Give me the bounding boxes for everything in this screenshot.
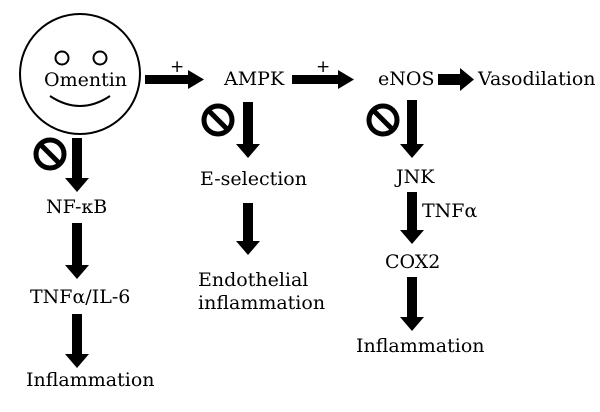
arrow-enos-to-vasodilation bbox=[438, 68, 474, 91]
arrow-ampk-to-eselection bbox=[236, 102, 260, 158]
arrow-omentin-to-ampk bbox=[145, 70, 204, 89]
plus-sign-ampk-enos: + bbox=[316, 57, 331, 77]
arrow-tnf-to-inflammation bbox=[65, 314, 89, 368]
arrow-enos-to-jnk bbox=[400, 100, 424, 158]
node-vasodilation: Vasodilation bbox=[478, 68, 596, 90]
arrow-eselection-to-endothelial bbox=[236, 203, 260, 255]
node-inflammation-left: Inflammation bbox=[26, 369, 155, 391]
inhibition-icon bbox=[201, 103, 235, 137]
node-nfkb: NF-κB bbox=[46, 196, 108, 218]
arrow-cox2-to-inflammation bbox=[400, 277, 424, 331]
node-inflammation-right: Inflammation bbox=[356, 335, 485, 357]
arrow-omentin-to-nfkb bbox=[65, 138, 89, 192]
inhibition-icon bbox=[33, 137, 67, 171]
node-omentin: Omentin bbox=[44, 69, 128, 91]
arrow-nfkb-to-tnf bbox=[65, 223, 89, 279]
arrow-jnk-to-cox2 bbox=[400, 192, 424, 244]
plus-sign-omentin-ampk: + bbox=[170, 57, 185, 77]
smiley-face-icon bbox=[19, 13, 141, 135]
node-enos: eNOS bbox=[378, 68, 435, 90]
node-ampk: AMPK bbox=[224, 68, 285, 90]
label-tnfa: TNFα bbox=[422, 200, 478, 222]
node-e-selection: E-selection bbox=[200, 168, 307, 190]
node-endothelial-line1: Endothelial bbox=[198, 269, 309, 291]
node-tnf-il6: TNFα/IL-6 bbox=[30, 286, 131, 308]
inhibition-icon bbox=[366, 103, 400, 137]
node-jnk: JNK bbox=[396, 166, 435, 188]
node-cox2: COX2 bbox=[385, 251, 441, 273]
node-endothelial-line2: inflammation bbox=[198, 292, 326, 314]
arrow-ampk-to-enos bbox=[292, 70, 354, 89]
